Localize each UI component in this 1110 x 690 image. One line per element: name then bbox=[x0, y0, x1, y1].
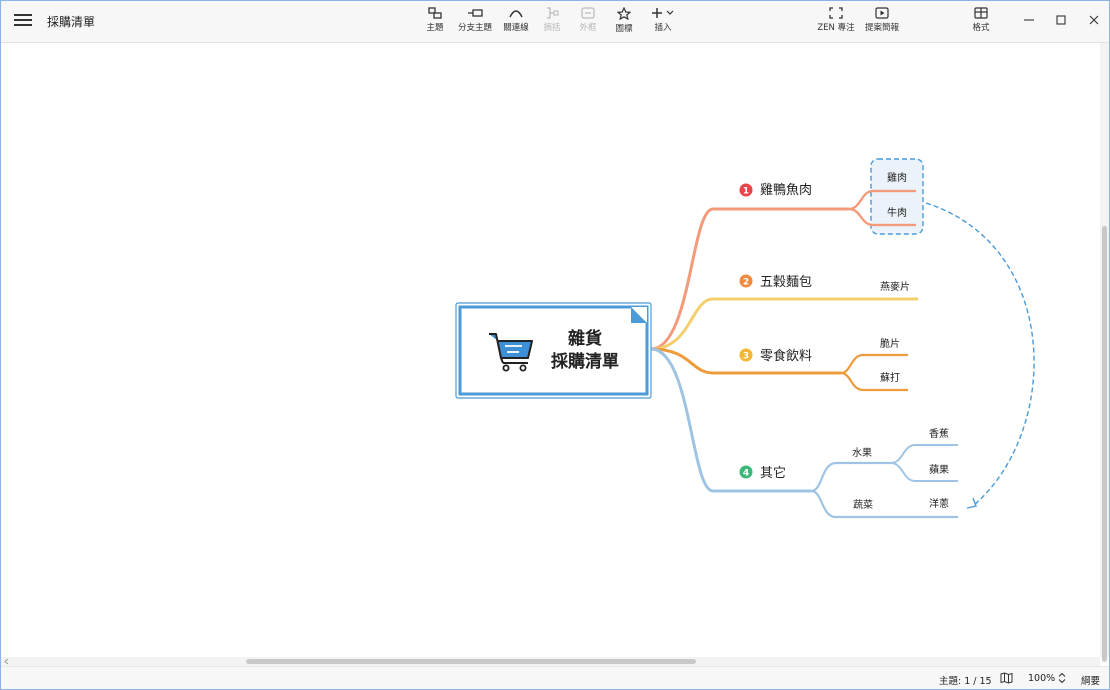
fruit-line bbox=[810, 461, 891, 493]
central-topic[interactable] bbox=[458, 305, 649, 396]
central-title-line1: 雜貨 bbox=[568, 328, 602, 349]
chips-line bbox=[840, 353, 908, 375]
close-icon[interactable] bbox=[1087, 13, 1101, 27]
zen-button[interactable]: ZEN 專注 bbox=[813, 7, 859, 37]
mindmap-canvas[interactable]: 雜貨 採購清單 1 雞鴨魚肉 雞肉 牛肉 2 五穀麵包 燕麥片 3 零食飲料 脆… bbox=[1, 43, 1100, 657]
relationship-button[interactable]: 關連線 bbox=[493, 7, 539, 37]
status-bar: 主題: 1 / 15 100% 綱要 bbox=[1, 666, 1109, 689]
topic-count: 主題: 1 / 15 bbox=[939, 676, 992, 687]
play-icon bbox=[875, 7, 889, 19]
mindmap-svg: 雜貨 採購清單 1 雞鴨魚肉 雞肉 牛肉 2 五穀麵包 燕麥片 3 零食飲料 脆… bbox=[455, 158, 1035, 519]
relationship-arrowhead bbox=[966, 497, 977, 509]
toolbar: 採購清單 主題 分支主題 關連線 摘括 外框 圖標 插入 bbox=[1, 1, 1109, 43]
zoom-level[interactable]: 100% bbox=[1028, 673, 1056, 684]
zen-label: ZEN 專注 bbox=[817, 23, 855, 33]
marker-button[interactable]: 圖標 bbox=[601, 7, 647, 37]
topic-button[interactable]: 主題 bbox=[412, 7, 458, 37]
subtopic-beef[interactable]: 牛肉 bbox=[887, 206, 907, 219]
outline-button[interactable]: 綱要 bbox=[1081, 676, 1101, 687]
maximize-icon[interactable] bbox=[1054, 13, 1068, 27]
pitch-label: 提案簡報 bbox=[864, 23, 899, 33]
branch-4-line bbox=[650, 347, 811, 493]
topic-snacks[interactable]: 零食飲料 bbox=[760, 348, 812, 364]
relationship-icon bbox=[509, 10, 523, 18]
map-view-icon[interactable] bbox=[1000, 672, 1013, 684]
plus-icon bbox=[652, 8, 674, 18]
format-button[interactable]: 格式 bbox=[958, 7, 1004, 37]
priority-2-number: 2 bbox=[743, 278, 749, 288]
priority-2-icon bbox=[739, 274, 753, 288]
topic-icon bbox=[428, 7, 442, 19]
vertical-scroll-thumb[interactable] bbox=[1102, 226, 1107, 662]
central-title-line2: 採購清單 bbox=[551, 351, 619, 372]
subtopic-icon bbox=[468, 9, 483, 17]
hamburger-menu-icon[interactable] bbox=[14, 12, 32, 30]
format-label: 格式 bbox=[972, 23, 990, 33]
zoom-stepper-icon[interactable] bbox=[1058, 672, 1066, 684]
topic-grains[interactable]: 五穀麵包 bbox=[760, 275, 812, 290]
pitch-button[interactable]: 提案簡報 bbox=[859, 7, 905, 37]
shopping-cart-icon bbox=[489, 333, 533, 372]
priority-1-number: 1 bbox=[743, 187, 749, 197]
subtopic-chicken[interactable]: 雞肉 bbox=[887, 171, 907, 184]
subtopic-onion[interactable]: 洋蔥 bbox=[929, 497, 949, 510]
note-corner-icon bbox=[631, 307, 647, 323]
star-icon bbox=[617, 7, 631, 20]
selection-boundary[interactable] bbox=[870, 158, 924, 235]
priority-4-icon bbox=[739, 465, 753, 479]
subtopic-button[interactable]: 分支主題 bbox=[452, 7, 498, 37]
fullscreen-icon bbox=[829, 7, 843, 19]
minimize-icon[interactable] bbox=[1022, 13, 1036, 27]
format-panel-icon bbox=[974, 7, 988, 19]
branch-3-line bbox=[650, 347, 841, 375]
relationship-line[interactable] bbox=[925, 202, 1035, 507]
relationship-label: 關連線 bbox=[503, 23, 529, 33]
soda-line bbox=[840, 371, 908, 392]
branch-1-line bbox=[650, 207, 849, 351]
boundary-button[interactable]: 外框 bbox=[565, 7, 611, 37]
subtopic-vegetable[interactable]: 蔬菜 bbox=[853, 499, 873, 511]
subtopic-soda[interactable]: 蘇打 bbox=[880, 371, 900, 384]
branch-2-line bbox=[650, 297, 918, 351]
topic-other[interactable]: 其它 bbox=[760, 465, 786, 481]
apple-line bbox=[890, 462, 958, 482]
horizontal-scrollbar[interactable] bbox=[1, 657, 1100, 666]
priority-3-number: 3 bbox=[743, 352, 749, 362]
vertical-scrollbar[interactable] bbox=[1100, 43, 1109, 662]
marker-label: 圖標 bbox=[615, 24, 633, 34]
subtopic-chips[interactable]: 脆片 bbox=[880, 337, 900, 350]
document-title: 採購清單 bbox=[47, 15, 96, 29]
priority-3-icon bbox=[739, 348, 753, 362]
horizontal-scroll-thumb[interactable] bbox=[246, 659, 696, 664]
subtopic-label: 分支主題 bbox=[457, 23, 492, 33]
scroll-left-icon[interactable] bbox=[4, 659, 9, 664]
priority-4-number: 4 bbox=[743, 469, 749, 479]
subtopic-oatmeal[interactable]: 燕麥片 bbox=[880, 280, 910, 293]
subtopic-fruit[interactable]: 水果 bbox=[852, 447, 872, 459]
banana-line bbox=[890, 444, 958, 464]
priority-1-icon bbox=[739, 183, 753, 197]
insert-label: 插入 bbox=[654, 23, 672, 33]
summary-button[interactable]: 摘括 bbox=[529, 7, 575, 37]
boundary-icon bbox=[581, 7, 595, 19]
subtopic-banana[interactable]: 香蕉 bbox=[929, 428, 949, 440]
vegetable-line bbox=[810, 489, 958, 519]
boundary-label: 外框 bbox=[579, 23, 597, 33]
subtopic-apple[interactable]: 蘋果 bbox=[929, 464, 949, 476]
topic-label: 主題 bbox=[426, 23, 444, 33]
summary-icon bbox=[547, 7, 559, 19]
summary-label: 摘括 bbox=[543, 23, 561, 33]
topic-meat[interactable]: 雞鴨魚肉 bbox=[760, 183, 812, 198]
insert-button[interactable]: 插入 bbox=[640, 7, 686, 37]
